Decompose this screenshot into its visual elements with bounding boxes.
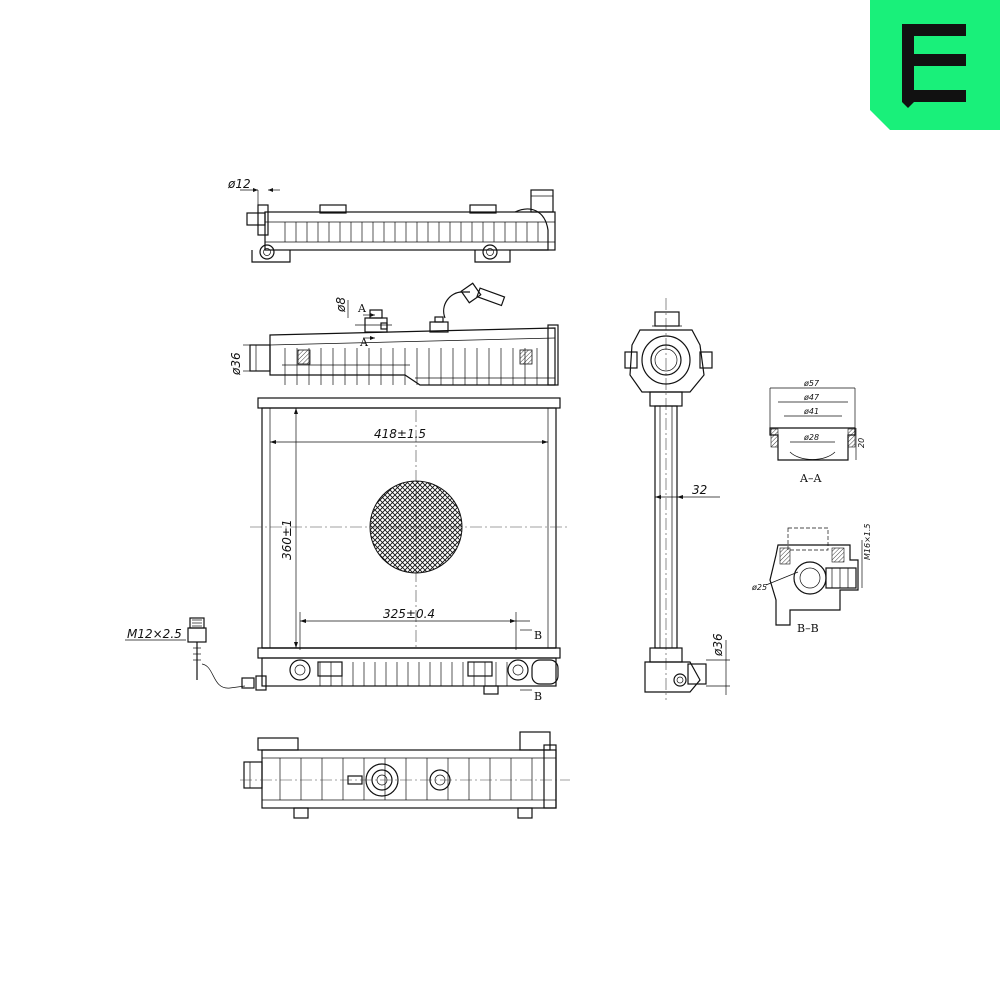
section-a-mark-bottom: A [359, 336, 369, 349]
drain-plug-icon [187, 617, 255, 689]
dim-core-width: 325±0.4 [383, 607, 435, 621]
dim-bb-thread: M16×1.5 [863, 523, 872, 560]
section-a-a: ø57 ø47 ø41 ø28 20 A–A [769, 379, 866, 485]
dim-aa-mid: ø47 [803, 393, 820, 402]
dim-top-inlet: ø12 [227, 177, 251, 191]
logo-e-icon [902, 24, 966, 108]
section-bb-label: B–B [797, 622, 819, 635]
section-b-mark-bottom: B [534, 690, 542, 703]
brand-logo: E [870, 0, 1000, 130]
dim-aa-height: 20 [857, 438, 866, 448]
section-b-mark-top: B [534, 629, 542, 642]
dim-width: 418±1.5 [374, 427, 426, 441]
front-view: A A ø8 ø36 418±1.5 360±1 [125, 282, 570, 703]
dim-aa-outer: ø57 [803, 379, 820, 388]
dim-height: 360±1 [280, 519, 294, 560]
dim-side-outlet: ø36 [711, 633, 725, 657]
section-aa-label: A–A [799, 472, 822, 485]
side-view: 32 ø36 [624, 298, 730, 700]
section-b-b: M16×1.5 ø25 B–B [751, 523, 872, 635]
dim-bb-bore: ø25 [751, 583, 767, 592]
top-view: ø12 [227, 177, 556, 263]
dim-aa-bore: ø28 [803, 433, 819, 442]
dim-sensor-hole: ø8 [334, 297, 348, 313]
section-a-mark-top: A [357, 302, 367, 315]
dim-drain-thread: M12×2.5 [127, 627, 182, 641]
bottom-view [240, 731, 570, 819]
dim-aa-inner: ø41 [803, 407, 819, 416]
fan-grill-icon [369, 480, 463, 574]
dim-core-depth: 32 [692, 483, 707, 497]
dim-side-inlet: ø36 [229, 352, 243, 376]
